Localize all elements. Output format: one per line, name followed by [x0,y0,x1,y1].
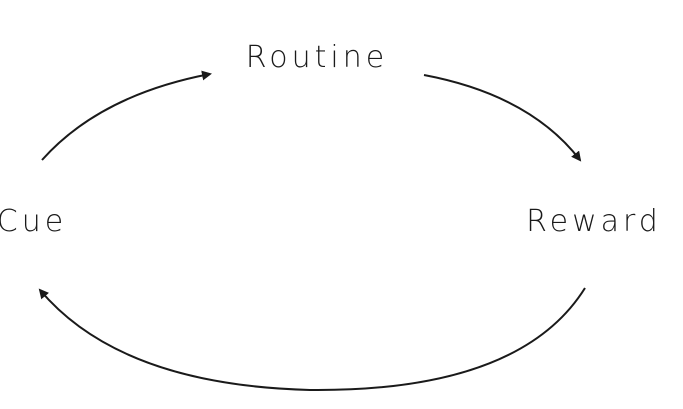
node-label-reward: Reward [526,204,662,239]
arrow-routine-to-reward [423,74,582,162]
node-label-cue: Cue [0,204,67,239]
arrow-cue-to-routine [41,70,212,161]
node-label-routine: Routine [246,40,388,75]
arrow-reward-to-cue [38,287,586,392]
